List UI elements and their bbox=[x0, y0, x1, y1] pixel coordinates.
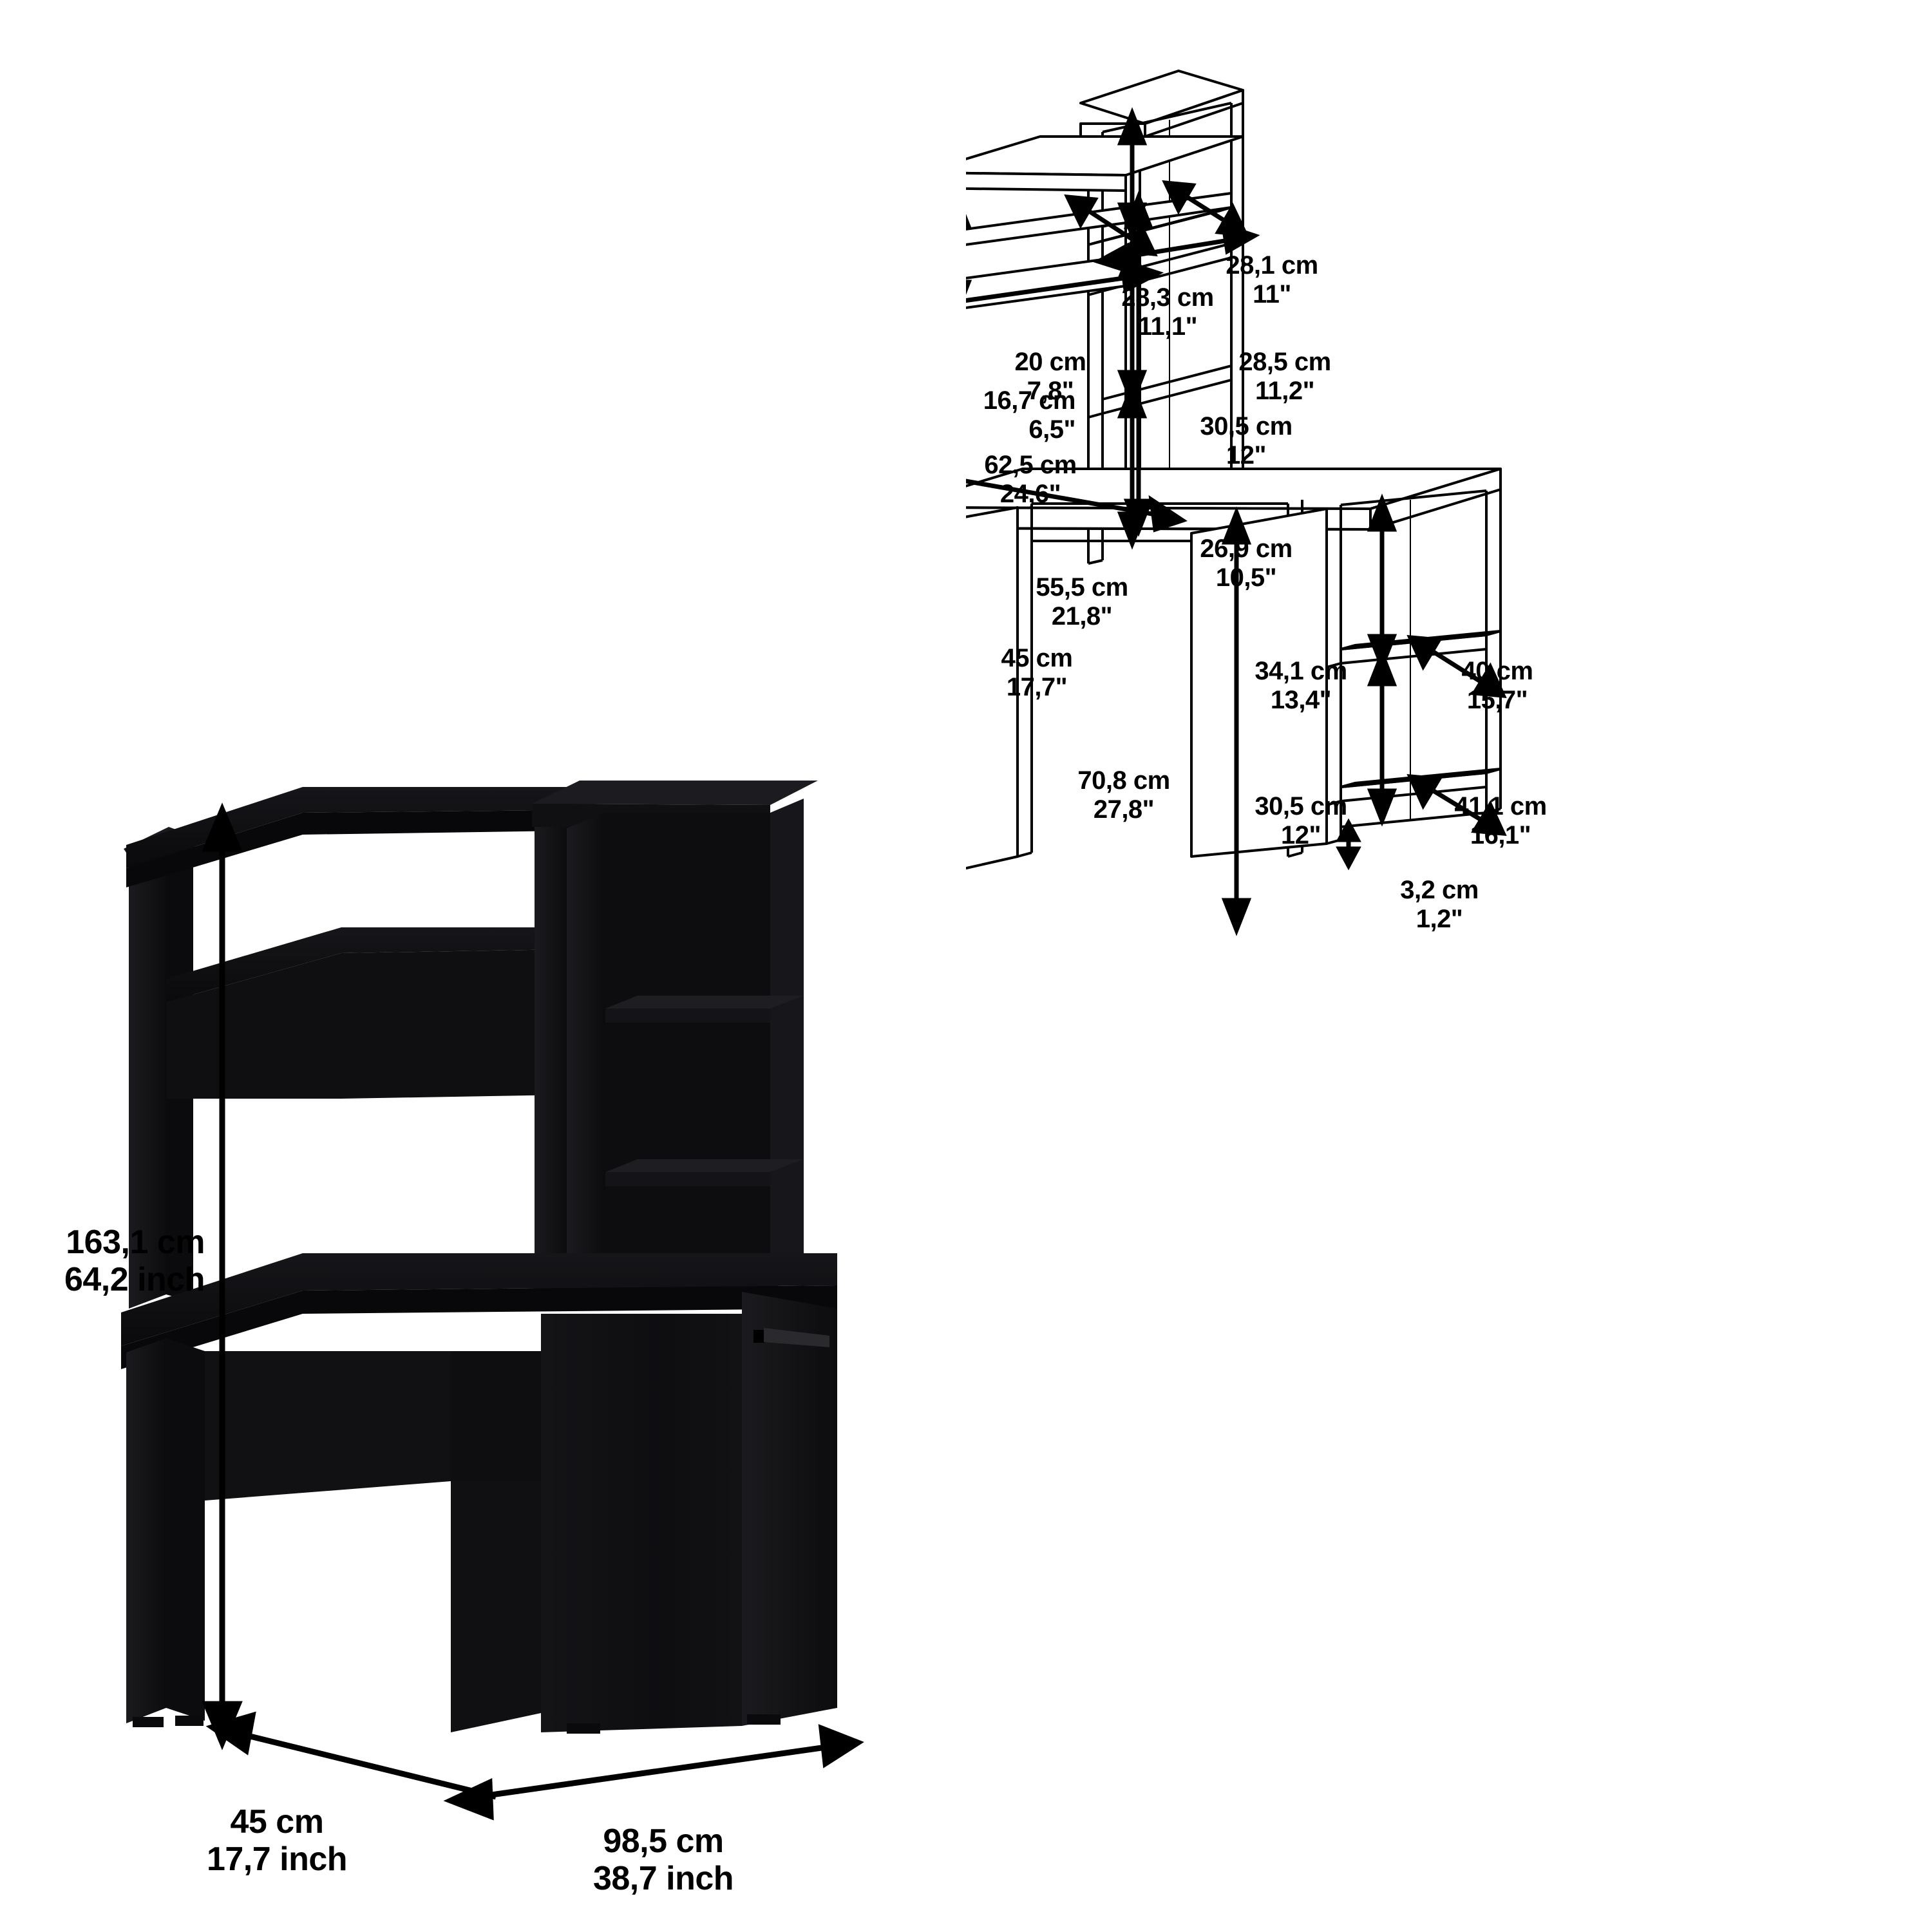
desk-left-leg bbox=[126, 1338, 205, 1723]
desk-top-surface bbox=[121, 1253, 837, 1369]
side-cabinet bbox=[541, 1292, 837, 1734]
width-arrow-head-left bbox=[443, 1778, 494, 1821]
label-hutch-shelf-gap: 16,7 cm 6,5" bbox=[983, 386, 1076, 444]
label-desk-depth: 45 cm 17,7" bbox=[1001, 644, 1073, 701]
label-hutch-shelf-width: 62,5 cm 24,6" bbox=[984, 451, 1077, 508]
schematic-hutch bbox=[966, 135, 1244, 491]
label-desk-height: 70,8 cm 27,8" bbox=[1077, 766, 1170, 824]
desk-center-leg bbox=[451, 1481, 541, 1732]
label-cabinet-upper-height: 34,1 cm 13,4" bbox=[1255, 657, 1347, 714]
arrow-desk-depth bbox=[966, 478, 1160, 518]
schematic-desk-left-leg bbox=[966, 504, 1033, 870]
arrow-tower-depth-mid bbox=[1120, 237, 1233, 260]
bookcase-tower bbox=[532, 781, 818, 1305]
cabinet-handle-end bbox=[753, 1330, 765, 1343]
desk-foot-left2 bbox=[175, 1716, 204, 1726]
arrow-hutch-shelf-width bbox=[966, 274, 1133, 303]
depth-arrow-head bbox=[205, 1711, 256, 1756]
label-tower-depth-mid: 28,5 cm 11,2" bbox=[1238, 348, 1331, 405]
label-cabinet-upper-depth: 40 cm 15,7" bbox=[1461, 657, 1533, 714]
product-illustration bbox=[121, 781, 864, 1821]
label-tower-middle-gap: 30,5 cm 12" bbox=[1200, 412, 1293, 469]
label-cabinet-lower-height: 30,5 cm 12" bbox=[1255, 792, 1347, 849]
schematic-panel: 16,7 cm 6,5" 20 cm 7,8" 62,5 cm 24,6" 55… bbox=[966, 0, 1932, 1932]
arrow-cabinet-upper-depth bbox=[1426, 646, 1488, 687]
hutch-middle-shelf bbox=[166, 927, 567, 1099]
label-cabinet-lower-depth: 41,1 cm 16,1" bbox=[1454, 792, 1547, 849]
label-tower-depth-top: 28,1 cm 11" bbox=[1226, 251, 1318, 308]
product-dimension-arrows bbox=[202, 802, 864, 1821]
overall-width-label: 98,5 cm 38,7 inch bbox=[592, 1823, 734, 1898]
label-hutch-shelf-depth: 20 cm 7,8" bbox=[1014, 348, 1086, 405]
label-hutch-total-height: 55,5 cm 21,8" bbox=[1036, 573, 1128, 630]
height-arrow-head-top bbox=[202, 802, 243, 852]
width-arrow-head-right bbox=[818, 1724, 864, 1768]
desk-foot-left bbox=[133, 1717, 164, 1727]
width-arrow-line bbox=[477, 1743, 831, 1800]
schematic-dimension-arrows bbox=[966, 107, 1507, 936]
overall-height-label: 163,1 cm 64,2 inch bbox=[64, 1224, 205, 1299]
hutch-top-shelf bbox=[126, 787, 567, 887]
product-render-panel: 163,1 cm 64,2 inch 45 cm 17,7 inch 98,5 … bbox=[64, 781, 864, 1898]
arrow-hutch-shelf-depth bbox=[1082, 205, 1140, 245]
cabinet-handle bbox=[764, 1328, 829, 1347]
overall-depth-label: 45 cm 17,7 inch bbox=[206, 1803, 348, 1879]
arrow-tower-depth-top bbox=[1180, 191, 1231, 226]
label-cabinet-plinth: 3,2 cm 1,2" bbox=[1400, 876, 1479, 933]
schematic-cabinet-outer bbox=[1190, 507, 1328, 858]
depth-arrow-line bbox=[238, 1730, 497, 1800]
arrow-cabinet-lower-depth bbox=[1426, 785, 1488, 825]
label-tower-top-gap: 28,3 cm 11,1" bbox=[1121, 283, 1214, 341]
label-tower-lower-gap: 26,9 cm 10,5" bbox=[1200, 535, 1293, 592]
desk-apron bbox=[205, 1351, 541, 1501]
schematic-illustration bbox=[966, 70, 1507, 936]
